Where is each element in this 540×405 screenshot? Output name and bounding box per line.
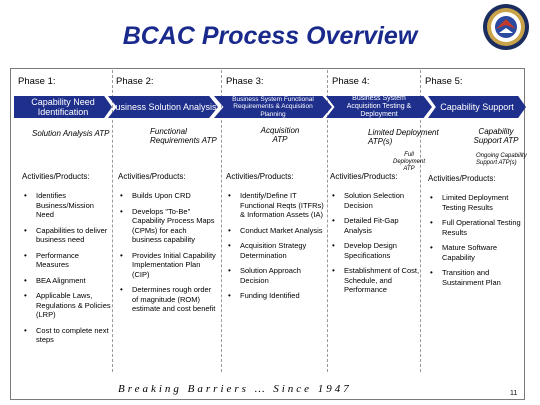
column-divider: [327, 70, 328, 372]
list-item: Develop Design Specifications: [330, 241, 420, 260]
list-item: Identify/Define IT Functional Reqts (ITF…: [226, 191, 324, 220]
list-item: Determines rough order of magnitude (ROM…: [118, 285, 216, 314]
list-item: Funding Identified: [226, 291, 324, 301]
process-frame: [10, 68, 525, 400]
list-item: Conduct Market Analysis: [226, 226, 324, 236]
list-item: Transition and Sustainment Plan: [428, 268, 522, 287]
list-item: Capabilities to deliver business need: [22, 226, 112, 245]
solution-analysis-atp: Solution Analysis ATP: [32, 129, 110, 138]
phase-5-bar: Capability Support: [428, 96, 526, 118]
phase-5-activities: Activities/Products: Limited Deployment …: [428, 174, 522, 293]
list-item: Provides Initial Capability Implementati…: [118, 251, 216, 280]
list-item: BEA Alignment: [22, 276, 112, 286]
activities-heading: Activities/Products:: [226, 172, 294, 181]
activities-heading: Activities/Products:: [428, 174, 496, 183]
list-item: Mature Software Capability: [428, 243, 522, 262]
page-number: 11: [510, 390, 518, 397]
phase-1-bar: Capability Need Identification: [14, 96, 112, 118]
full-deployment-atp: Full Deployment ATP: [392, 152, 425, 172]
list-item: Applicable Laws, Regulations & Policies …: [22, 291, 112, 320]
phase-2-bar: Business Solution Analysis: [108, 96, 218, 118]
column-divider: [112, 70, 113, 372]
phase-4-label: Phase 4:: [332, 76, 370, 87]
ongoing-capability-support-atp: Ongoing Capability Support ATP(s): [476, 153, 527, 166]
list-item: Detailed Fit-Gap Analysis: [330, 216, 420, 235]
phase-4-activities: Activities/Products: Solution Selection …: [330, 172, 420, 301]
list-item: Solution Selection Decision: [330, 191, 420, 210]
phase-4-bar: Business System Acquisition Testing & De…: [326, 96, 432, 118]
department-seal-icon: [483, 4, 529, 50]
phase-2-label: Phase 2:: [116, 76, 154, 87]
list-item: Establishment of Cost, Schedule, and Per…: [330, 266, 420, 295]
list-item: Develops "To-Be" Capability Process Maps…: [118, 207, 216, 245]
list-item: Limited Deployment Testing Results: [428, 193, 522, 212]
list-item: Identifies Business/Mission Need: [22, 191, 112, 220]
list-item: Solution Approach Decision: [226, 266, 324, 285]
list-item: Acquisition Strategy Determination: [226, 241, 324, 260]
page-title: BCAC Process Overview: [122, 22, 418, 50]
acquisition-atp: Acquisition ATP: [260, 126, 300, 144]
phase-1-activities: Activities/Products: Identifies Business…: [22, 172, 112, 351]
list-item: Full Operational Testing Results: [428, 218, 522, 237]
footer-slogan: Breaking Barriers … Since 1947: [118, 383, 352, 395]
column-divider: [221, 70, 222, 372]
phase-1-label: Phase 1:: [18, 76, 56, 87]
column-divider: [420, 70, 421, 372]
list-item: Performance Measures: [22, 251, 112, 270]
list-item: Builds Upon CRD: [118, 191, 216, 201]
phase-5-label: Phase 5:: [425, 76, 463, 87]
activities-heading: Activities/Products:: [22, 172, 90, 181]
functional-requirements-atp: Functional Requirements ATP: [150, 127, 217, 145]
list-item: Cost to complete next steps: [22, 326, 112, 345]
phase-3-activities: Activities/Products: Identify/Define IT …: [226, 172, 324, 307]
activities-heading: Activities/Products:: [118, 172, 186, 181]
phase-2-activities: Activities/Products: Builds Upon CRD Dev…: [118, 172, 216, 320]
capability-support-atp: Capability Support ATP: [473, 127, 519, 145]
limited-deployment-atp: Limited Deployment ATP(s): [368, 128, 439, 146]
phase-3-bar: Business System Functional Requirements …: [214, 96, 332, 118]
activities-heading: Activities/Products:: [330, 172, 398, 181]
phase-3-label: Phase 3:: [226, 76, 264, 87]
